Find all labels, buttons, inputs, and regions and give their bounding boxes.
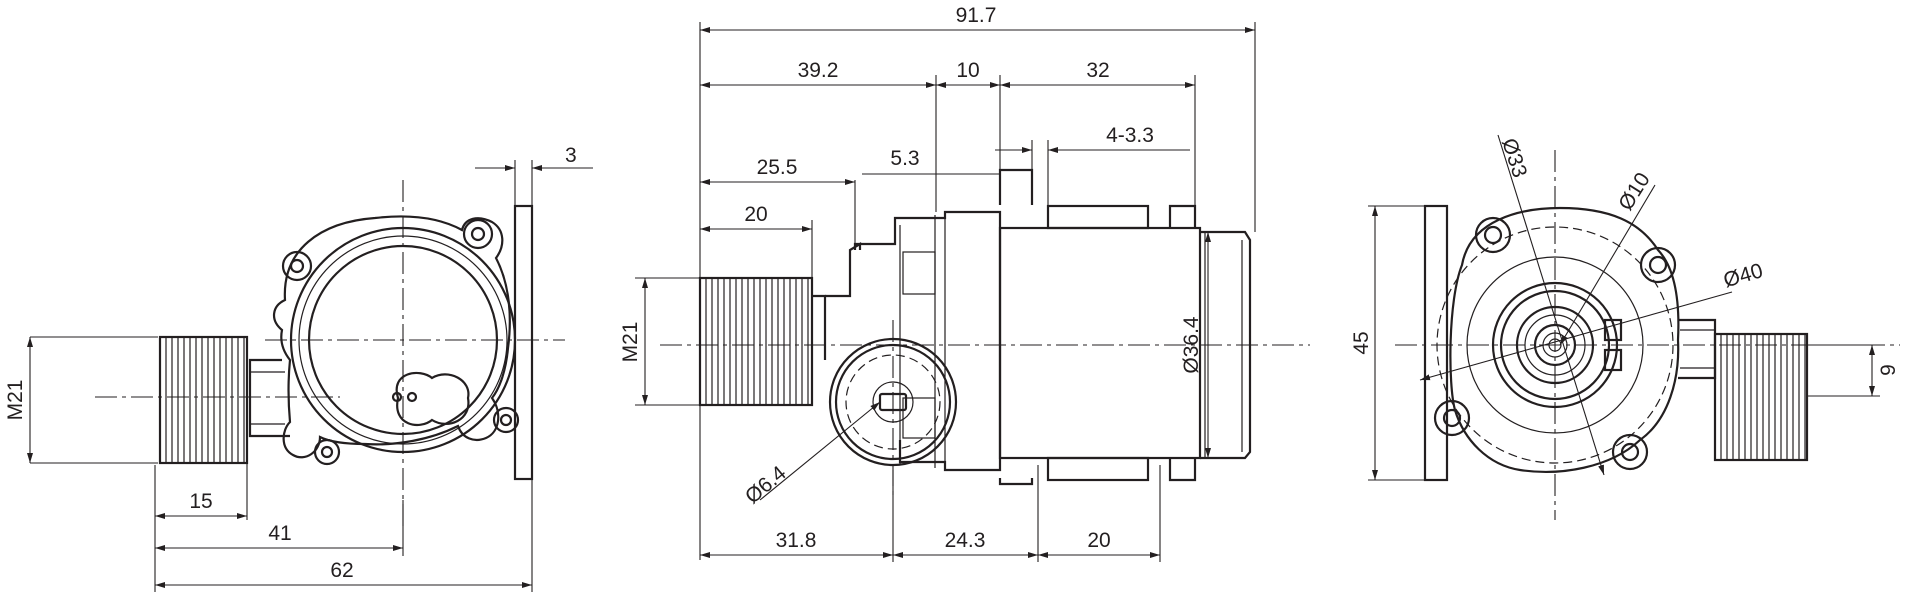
end-lug-2 xyxy=(1639,246,1677,284)
end-dim-33: Ø33 xyxy=(1497,136,1531,181)
front-dim-364: Ø36.4 xyxy=(1180,316,1203,374)
end-lug-1 xyxy=(1474,216,1512,254)
front-dim-10: 10 xyxy=(956,59,979,82)
end-dim-40: Ø40 xyxy=(1721,259,1766,292)
side-port-dot-2 xyxy=(406,391,418,403)
side-lug-top-right-hole xyxy=(470,226,486,242)
side-lug-top-right xyxy=(462,218,494,250)
side-dim-41: 41 xyxy=(268,522,291,545)
front-dim-32: 32 xyxy=(1086,59,1109,82)
front-motor-endcap xyxy=(1200,230,1252,460)
side-port-dot-1 xyxy=(391,391,403,403)
side-view: M21 3 15 41 62 xyxy=(4,144,593,592)
front-motor-body xyxy=(998,226,1202,460)
end-thread-fitting xyxy=(1713,332,1809,462)
side-outlet-tube xyxy=(248,358,290,438)
side-lug-bottom-right-hole xyxy=(499,413,513,427)
front-dim-53: 5.3 xyxy=(890,147,919,170)
side-lug-bottom-right xyxy=(492,406,520,434)
side-dim-m21: M21 xyxy=(4,380,27,421)
front-thread-lines xyxy=(705,278,809,405)
end-bore-10 xyxy=(1533,323,1577,367)
front-dim-m21: M21 xyxy=(619,322,642,363)
front-dim-20-bottom: 20 xyxy=(1087,529,1110,552)
front-thread-inlet xyxy=(698,276,814,407)
end-thread-lines xyxy=(1720,334,1806,460)
side-lug-top-left-hole xyxy=(289,258,305,274)
side-dim-3: 3 xyxy=(565,144,577,167)
end-dim-9: 9 xyxy=(1877,364,1900,376)
side-ring-mid xyxy=(298,235,508,445)
side-ring-inner xyxy=(307,244,499,436)
side-dim-62: 62 xyxy=(330,559,353,582)
side-lug-top-left xyxy=(281,250,313,282)
side-cable-port xyxy=(395,371,470,427)
front-dim-20-top: 20 xyxy=(744,203,767,226)
side-lug-bottom-left-hole xyxy=(320,445,334,459)
end-view: Ø33 Ø10 Ø40 45 9 xyxy=(1350,134,1900,520)
side-flange-plate xyxy=(513,204,534,481)
side-housing-outline xyxy=(273,215,511,459)
end-dim-10: Ø10 xyxy=(1614,169,1655,215)
side-thread-fitting xyxy=(158,335,249,465)
side-dim-15: 15 xyxy=(189,490,212,513)
front-dim-433: 4-3.3 xyxy=(1106,124,1154,147)
front-dim-64: Ø6.4 xyxy=(741,461,791,508)
front-flange-top xyxy=(998,168,1034,205)
end-lug-4 xyxy=(1611,433,1649,471)
side-lug-bottom-left xyxy=(313,438,341,466)
side-ring-outer xyxy=(289,226,517,454)
front-dim-318: 31.8 xyxy=(776,529,817,552)
end-bolt-circle xyxy=(1436,226,1674,464)
end-flange-plate xyxy=(1423,204,1449,482)
front-dim-255: 25.5 xyxy=(757,156,798,179)
side-thread-lines xyxy=(165,337,245,463)
end-lug-3 xyxy=(1433,399,1471,437)
front-dim-243: 24.3 xyxy=(945,529,986,552)
front-pump-head xyxy=(853,210,1002,472)
end-bore-33 xyxy=(1491,281,1619,409)
front-view: 91.7 39.2 10 32 4-3.3 25.5 5.3 20 M21 Ø3… xyxy=(619,4,1310,562)
front-dim-392: 39.2 xyxy=(798,59,839,82)
front-dim-917: 91.7 xyxy=(956,4,997,27)
end-dim-45: 45 xyxy=(1350,331,1373,354)
